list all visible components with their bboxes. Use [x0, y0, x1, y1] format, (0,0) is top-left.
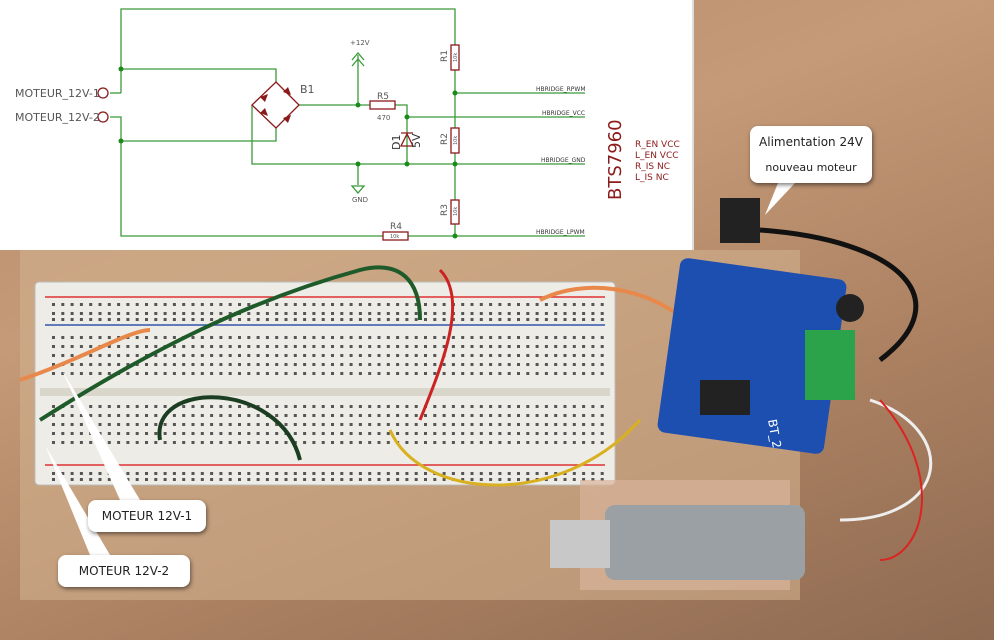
bridge-label: B1 — [300, 83, 315, 96]
net-gnd: HBRIDGE_GND — [541, 157, 586, 164]
motor2-callout: MOTEUR 12V-2 — [58, 555, 190, 587]
bridge-rectifier-symbol — [251, 81, 300, 129]
r5-value: 470 — [377, 114, 390, 122]
wire-green — [38, 265, 422, 422]
r4-value: 10k — [390, 234, 399, 240]
r2-symbol — [450, 127, 460, 154]
connector-1-terminal — [97, 87, 109, 99]
wire-yellow — [388, 419, 642, 487]
connector-label-2: MOTEUR_12V-2 — [15, 111, 100, 124]
wire-black-power — [759, 227, 919, 362]
ground-icon — [350, 185, 366, 194]
module-note-1: R_EN VCC — [635, 140, 680, 150]
zener-diode-symbol — [399, 132, 415, 147]
net-rpwm: HBRIDGE_RPWM — [536, 86, 586, 93]
power-callout: Alimentation 24V nouveau moteur — [750, 126, 872, 183]
motor1-callout: MOTEUR 12V-1 — [88, 500, 206, 532]
center-gap — [40, 388, 610, 396]
wire-red-motor — [879, 399, 923, 561]
breadboard-holes — [52, 303, 604, 481]
supply-arrow-icon — [351, 52, 365, 67]
power-callout-line-1: Alimentation 24V — [759, 135, 863, 149]
module-title: BTS7960 — [605, 119, 626, 200]
module-note-3: R_IS NC — [635, 162, 670, 172]
schematic-wires — [110, 8, 585, 237]
motor-gear — [550, 520, 610, 568]
d1-name: D1 — [390, 135, 403, 150]
r2-name: R2 — [440, 133, 450, 145]
r1-symbol — [450, 44, 460, 71]
net-lpwm: HBRIDGE_LPWM — [536, 229, 585, 236]
r1-name: R1 — [440, 50, 450, 62]
net-vcc: HBRIDGE_VCC — [542, 110, 585, 117]
motor-body — [605, 505, 805, 580]
wire-orange — [19, 328, 151, 382]
d1-value: 5V — [410, 133, 423, 148]
connector-label-1: MOTEUR_12V-1 — [15, 87, 100, 100]
ground-label: GND — [352, 196, 368, 204]
heatsink-chip — [700, 380, 750, 415]
r5-name: R5 — [377, 92, 389, 102]
wire-darkgreen — [157, 395, 302, 461]
r3-value: 10k — [453, 207, 459, 216]
r3-name: R3 — [440, 204, 450, 216]
capacitor — [836, 294, 864, 322]
connector-2-terminal — [97, 111, 109, 123]
r5-symbol — [369, 100, 396, 110]
r4-name: R4 — [390, 222, 402, 232]
supply-label: +12V — [350, 39, 370, 47]
wire-white — [839, 398, 933, 522]
terminal-block — [805, 330, 855, 400]
power-connector — [720, 198, 760, 243]
r1-value: 10k — [453, 53, 459, 62]
module-note-2: L_EN VCC — [635, 151, 679, 161]
r2-value: 10k — [453, 136, 459, 145]
wire-red — [418, 268, 455, 421]
schematic-panel: MOTEUR_12V-1 MOTEUR_12V-2 B1 +12V GND 47… — [0, 0, 694, 250]
r4-symbol — [382, 231, 409, 241]
r3-symbol — [450, 199, 460, 225]
module-note-4: L_IS NC — [635, 173, 669, 183]
module-label: BT_2 — [765, 418, 784, 449]
diode-symbols — [260, 87, 291, 123]
junction-dots — [118, 66, 458, 239]
power-callout-line-2: nouveau moteur — [765, 161, 857, 174]
